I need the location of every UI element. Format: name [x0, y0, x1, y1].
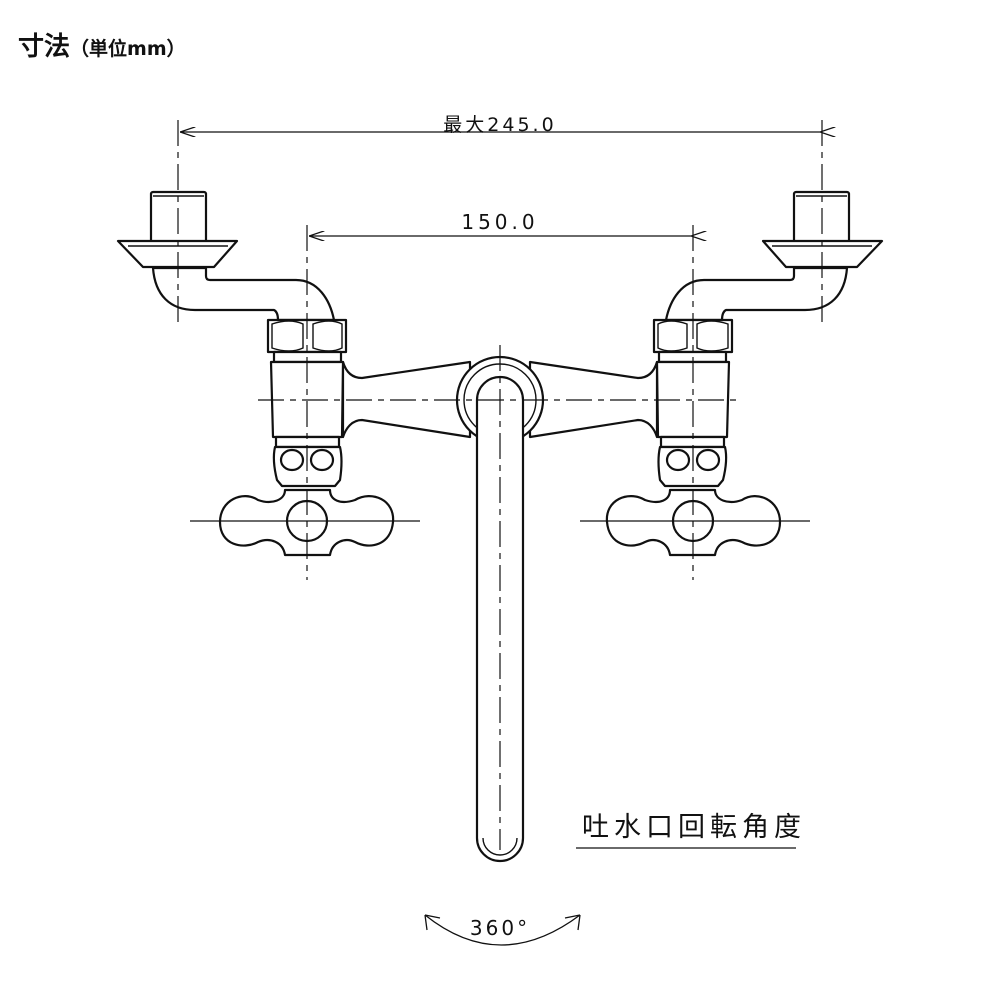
page-title: 寸法（単位mm）	[18, 26, 186, 63]
title-unit: （単位mm）	[70, 38, 186, 60]
right-valve	[528, 118, 884, 582]
title-main: 寸法	[18, 32, 71, 62]
rotation-angle-label: 360°	[470, 916, 530, 940]
rotation-label: 吐水口回転角度	[582, 812, 806, 843]
rotation-arrow	[424, 914, 581, 946]
center-distance-label: 150.0	[461, 210, 538, 234]
overall-width-label: 最大245.0	[443, 114, 556, 136]
left-valve	[116, 118, 472, 582]
